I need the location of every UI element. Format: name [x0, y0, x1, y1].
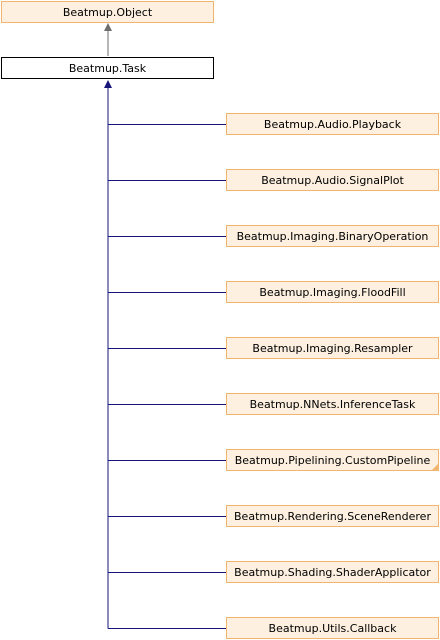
class-node-object[interactable]: Beatmup.Object: [1, 1, 214, 23]
class-box-binop[interactable]: [226, 225, 439, 247]
class-node-task: Beatmup.Task: [1, 57, 214, 79]
class-label-signalplot: Beatmup.Audio.SignalPlot: [261, 174, 404, 187]
class-node-signalplot[interactable]: Beatmup.Audio.SignalPlot: [226, 169, 439, 191]
edge-trunk: [104, 80, 112, 629]
class-node-inference[interactable]: Beatmup.NNets.InferenceTask: [226, 393, 439, 415]
class-box-task: [1, 57, 214, 79]
class-box-scenerend[interactable]: [226, 505, 439, 527]
class-box-custompipe[interactable]: [226, 449, 439, 471]
truncated-marker-icon: [432, 464, 438, 470]
class-label-binop: Beatmup.Imaging.BinaryOperation: [237, 230, 429, 243]
class-box-signalplot[interactable]: [226, 169, 439, 191]
class-node-scenerend[interactable]: Beatmup.Rendering.SceneRenderer: [226, 505, 439, 527]
class-node-shaderapp[interactable]: Beatmup.Shading.ShaderApplicator: [226, 561, 439, 583]
class-node-playback[interactable]: Beatmup.Audio.Playback: [226, 113, 439, 135]
class-node-custompipe[interactable]: Beatmup.Pipelining.CustomPipeline: [226, 449, 439, 471]
class-label-resampler: Beatmup.Imaging.Resampler: [252, 342, 413, 355]
class-node-binop[interactable]: Beatmup.Imaging.BinaryOperation: [226, 225, 439, 247]
edge-task-to-object: [104, 23, 112, 56]
class-node-callback[interactable]: Beatmup.Utils.Callback: [226, 617, 439, 639]
class-label-task: Beatmup.Task: [69, 62, 147, 75]
class-label-floodfill: Beatmup.Imaging.FloodFill: [259, 286, 405, 299]
class-box-playback[interactable]: [226, 113, 439, 135]
class-label-custompipe: Beatmup.Pipelining.CustomPipeline: [235, 454, 431, 467]
class-label-shaderapp: Beatmup.Shading.ShaderApplicator: [234, 566, 431, 579]
class-box-resampler[interactable]: [226, 337, 439, 359]
class-label-inference: Beatmup.NNets.InferenceTask: [250, 398, 416, 411]
class-node-resampler[interactable]: Beatmup.Imaging.Resampler: [226, 337, 439, 359]
class-box-inference[interactable]: [226, 393, 439, 415]
class-node-floodfill[interactable]: Beatmup.Imaging.FloodFill: [226, 281, 439, 303]
class-box-shaderapp[interactable]: [226, 561, 439, 583]
class-label-playback: Beatmup.Audio.Playback: [264, 118, 402, 131]
class-box-object[interactable]: [1, 1, 214, 23]
class-box-floodfill[interactable]: [226, 281, 439, 303]
class-label-scenerend: Beatmup.Rendering.SceneRenderer: [234, 510, 431, 523]
class-label-callback: Beatmup.Utils.Callback: [269, 622, 398, 635]
edge-branches: [108, 124, 226, 629]
class-label-object: Beatmup.Object: [63, 6, 153, 19]
class-box-callback[interactable]: [226, 617, 439, 639]
